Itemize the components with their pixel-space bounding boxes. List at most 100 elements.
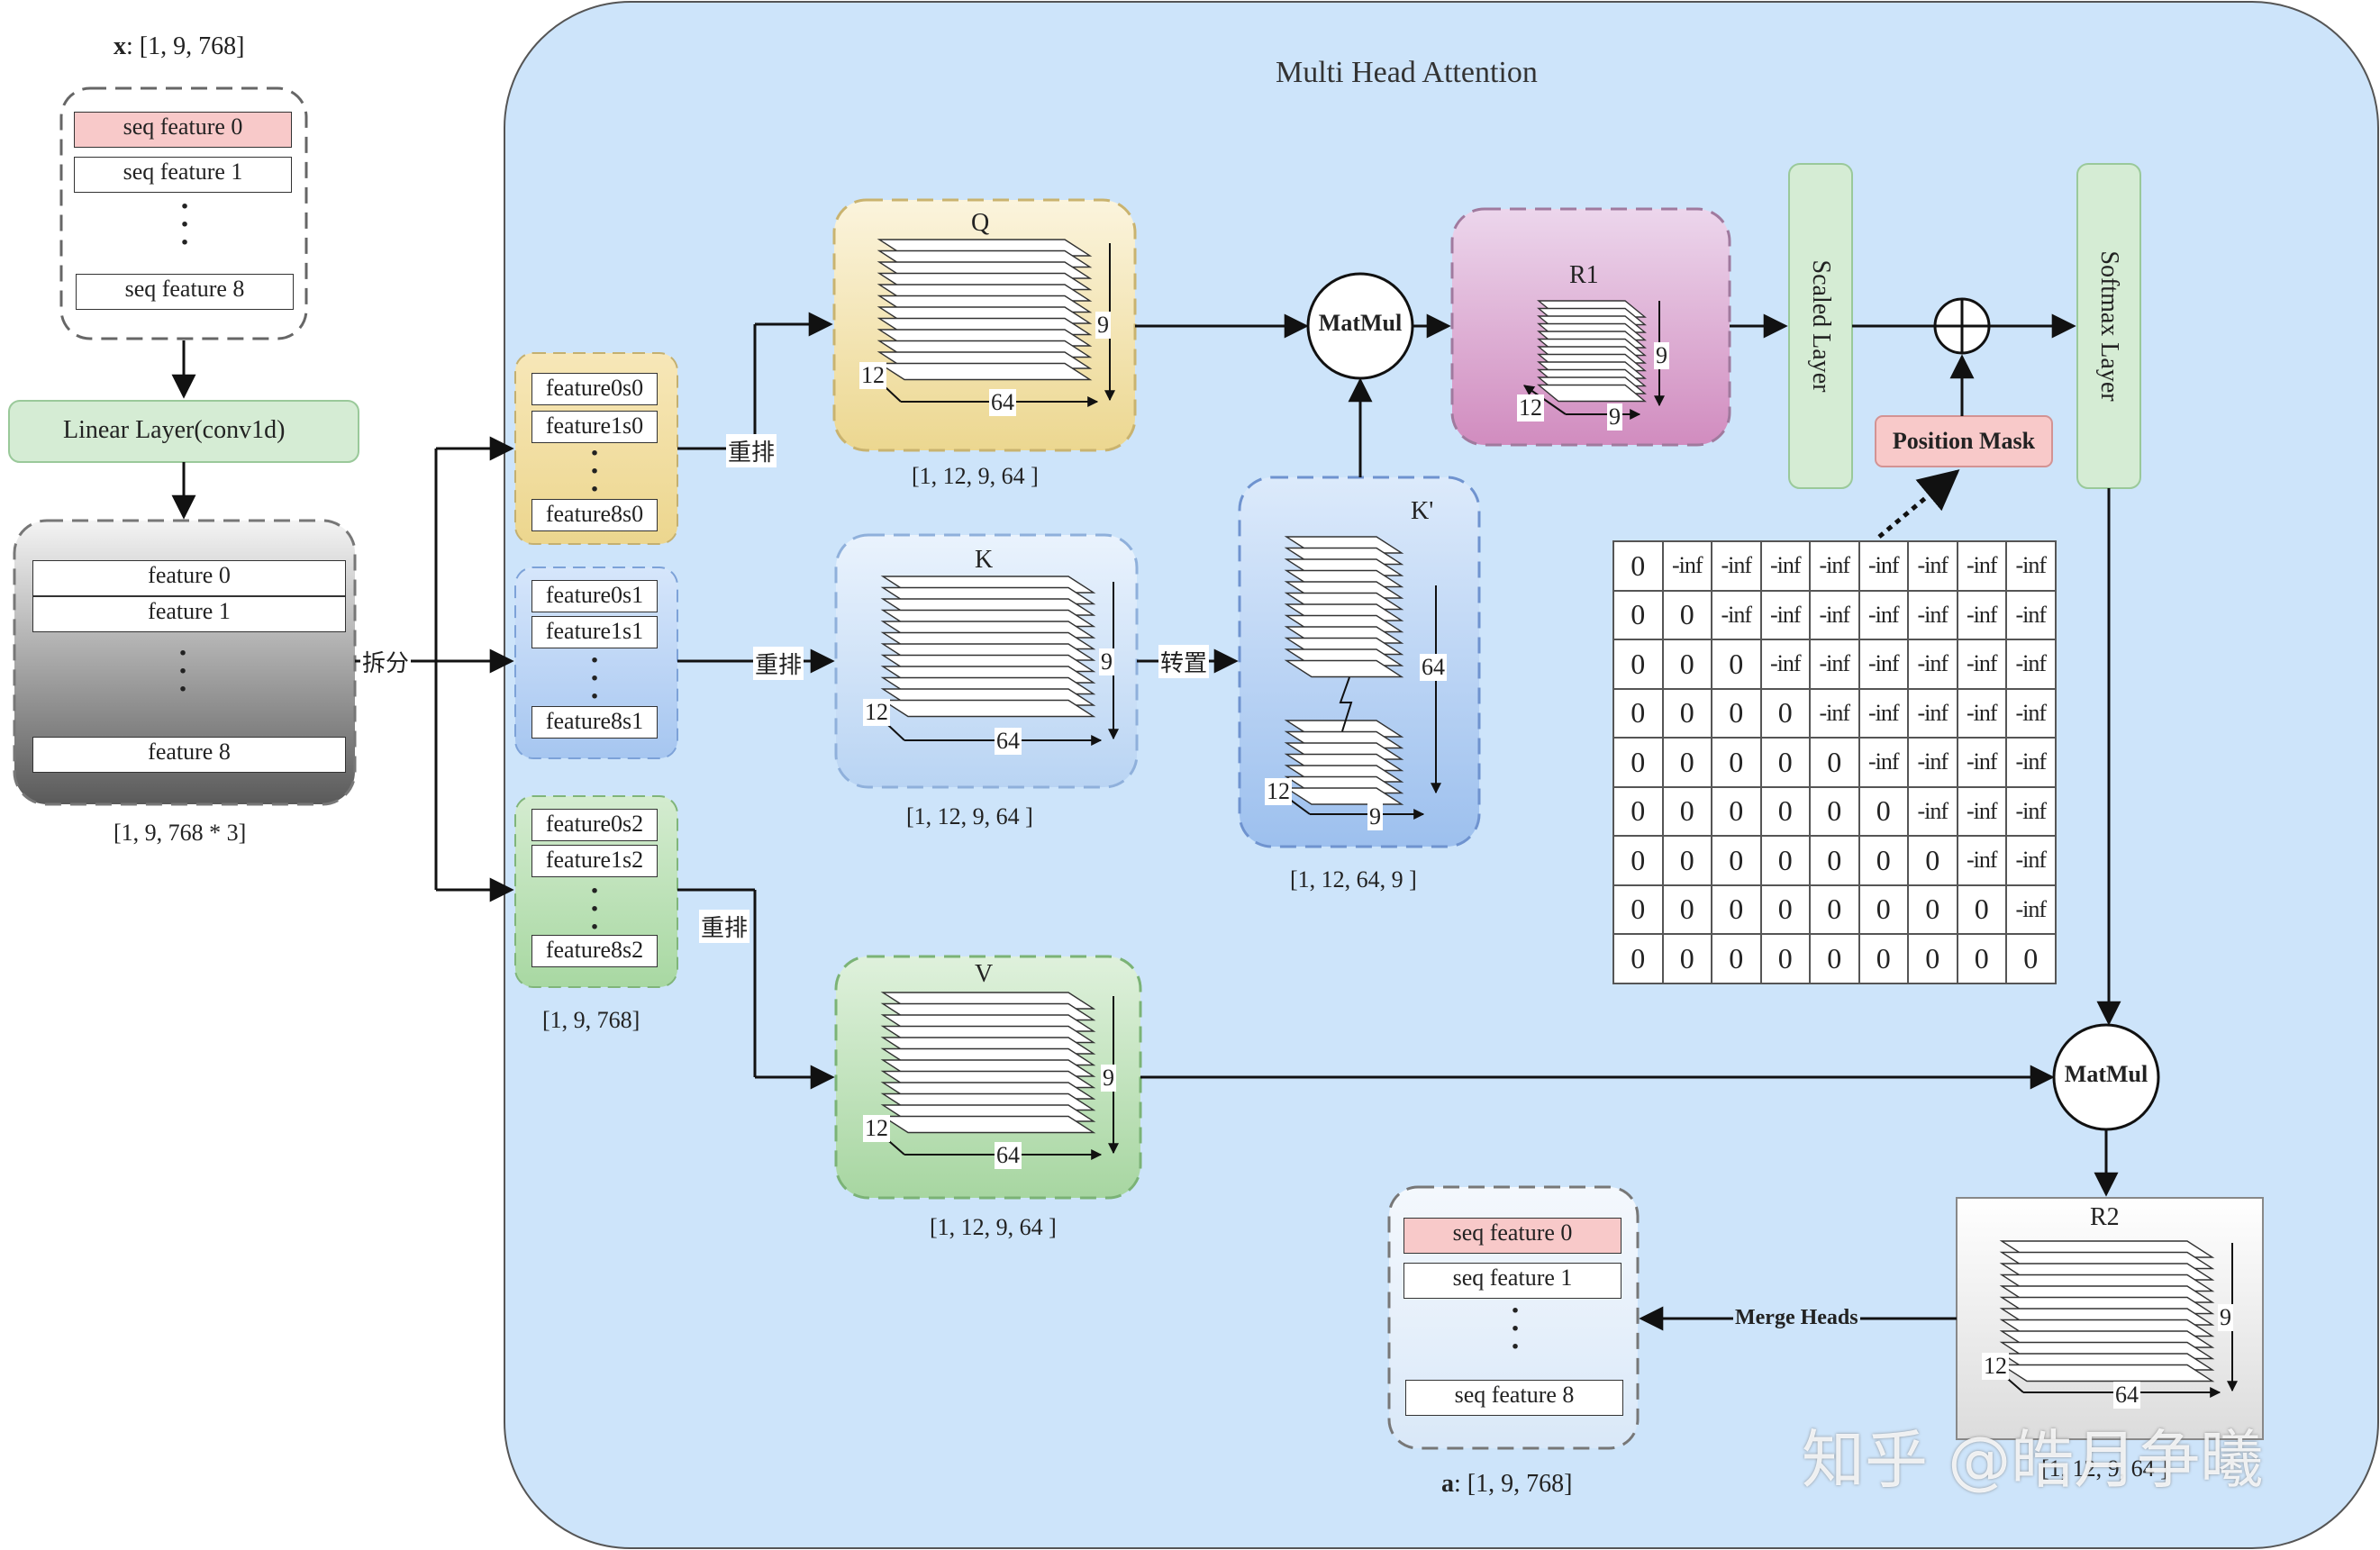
k-stack (880, 576, 1096, 718)
mask-cell: 0 (1809, 835, 1860, 886)
mask-cell: 0 (1858, 884, 1909, 935)
mask-cell: -inf (1907, 589, 1958, 640)
group-1-item-0: feature0s1 (531, 580, 658, 612)
mask-cell: 0 (1661, 785, 1712, 837)
mask-cell: -inf (1759, 589, 1811, 640)
mask-cell: -inf (2005, 884, 2057, 935)
matmul-2-label: MatMul (2064, 1061, 2148, 1087)
mask-row: 0-inf-inf-inf-inf-inf-inf-inf-inf (1612, 540, 2057, 592)
input-feature-0: seq feature 0 (74, 112, 292, 148)
mask-cell: 0 (1612, 639, 1664, 690)
matmul-1-label: MatMul (1318, 310, 1403, 336)
r1-stack (1537, 300, 1647, 403)
kt-stack-top (1284, 536, 1404, 678)
mask-cell: -inf (1809, 540, 1860, 592)
position-mask-box (1875, 415, 2053, 467)
kt-dim-width: 9 (1367, 803, 1383, 830)
mask-cell: -inf (1956, 687, 2007, 739)
mask-cell: 0 (1759, 737, 1811, 788)
mask-cell: 0 (1759, 884, 1811, 935)
mask-cell: 0 (1759, 835, 1811, 886)
group-2-item-8: feature8s2 (531, 935, 658, 967)
mask-cell: 0 (1661, 589, 1712, 640)
kt-transpose-icon (1339, 676, 1353, 732)
mask-cell: 0 (2005, 933, 2057, 984)
group-1-item-1: feature1s1 (531, 616, 658, 648)
mask-cell: -inf (1759, 639, 1811, 690)
mask-cell: 0 (1711, 933, 1762, 984)
mask-cell: -inf (1858, 639, 1909, 690)
v-shape: [1, 12, 9, 64 ] (930, 1214, 1057, 1240)
mask-cell: 0 (1809, 737, 1860, 788)
input-label: x: [1, 9, 768] (114, 32, 245, 60)
k-dim-height: 9 (1099, 648, 1114, 675)
mask-cell: -inf (2005, 639, 2057, 690)
v-title: V (975, 960, 994, 988)
r2-dim-height: 9 (2218, 1304, 2233, 1331)
mask-cell: 0 (1907, 884, 1958, 935)
mask-cell: 0 (1612, 835, 1664, 886)
scaled-layer-label: Scaled Layer (1807, 259, 1835, 393)
input-feature-8: seq feature 8 (76, 274, 294, 310)
mask-cell: 0 (1759, 687, 1811, 739)
q-dim-heads: 12 (859, 362, 886, 389)
mask-cell: -inf (1858, 589, 1909, 640)
softmax-layer-label: Softmax Layer (2095, 250, 2123, 402)
group-0-item-0: feature0s0 (531, 373, 658, 405)
mask-cell: -inf (2005, 589, 2057, 640)
mask-cell: 0 (1809, 933, 1860, 984)
mask-cell: 0 (1661, 884, 1712, 935)
mask-cell: 0 (1612, 589, 1664, 640)
linear-output-shape: [1, 9, 768 * 3] (114, 820, 247, 846)
mask-cell: -inf (1858, 540, 1909, 592)
r2-shape: [1, 12, 9, 64 ] (2041, 1455, 2168, 1482)
linear-dots: ··· (177, 637, 188, 706)
rearrange-label-k: 重排 (753, 647, 804, 680)
mask-cell: 0 (1612, 785, 1664, 837)
output-feature-0: seq feature 0 (1403, 1218, 1621, 1254)
mask-cell: 0 (1612, 933, 1664, 984)
mask-cell: 0 (1711, 687, 1762, 739)
linear-layer-label: Linear Layer(conv1d) (63, 416, 286, 444)
mask-cell: 0 (1711, 639, 1762, 690)
mask-cell: -inf (1956, 835, 2007, 886)
mask-cell: 0 (1711, 884, 1762, 935)
mask-cell: 0 (1661, 737, 1712, 788)
mask-cell: 0 (1907, 933, 1958, 984)
mask-cell: 0 (1858, 785, 1909, 837)
mask-cell: -inf (1711, 540, 1762, 592)
mask-cell: -inf (1711, 589, 1762, 640)
group-0-item-1: feature1s0 (531, 411, 658, 443)
mask-cell: -inf (1809, 589, 1860, 640)
kt-shape: [1, 12, 64, 9 ] (1290, 866, 1417, 893)
output-feature-1: seq feature 1 (1403, 1263, 1621, 1299)
mask-cell: 0 (1956, 933, 2007, 984)
q-dim-width: 64 (989, 389, 1016, 416)
input-dots: ··· (179, 190, 190, 259)
group-1-item-8: feature8s1 (531, 706, 658, 739)
k-shape: [1, 12, 9, 64 ] (906, 803, 1033, 829)
r1-dim-heads: 12 (1517, 394, 1544, 421)
mask-cell: -inf (1907, 737, 1958, 788)
mask-cell: -inf (1858, 737, 1909, 788)
mask-cell: 0 (1711, 835, 1762, 886)
split-label: 拆分 (360, 645, 412, 678)
mask-cell: 0 (1809, 884, 1860, 935)
mask-cell: 0 (1759, 785, 1811, 837)
merge-heads-label: Merge Heads (1733, 1306, 1860, 1330)
v-dim-height: 9 (1101, 1065, 1116, 1092)
mask-cell: -inf (1809, 687, 1860, 739)
kt-dim-height: 64 (1420, 654, 1447, 681)
input-feature-1: seq feature 1 (74, 157, 292, 193)
kt-title: K' (1411, 497, 1434, 525)
mask-cell: -inf (2005, 785, 2057, 837)
group-1-dots: ··· (589, 644, 600, 713)
mask-cell: -inf (1956, 639, 2007, 690)
mask-cell: 0 (1711, 785, 1762, 837)
